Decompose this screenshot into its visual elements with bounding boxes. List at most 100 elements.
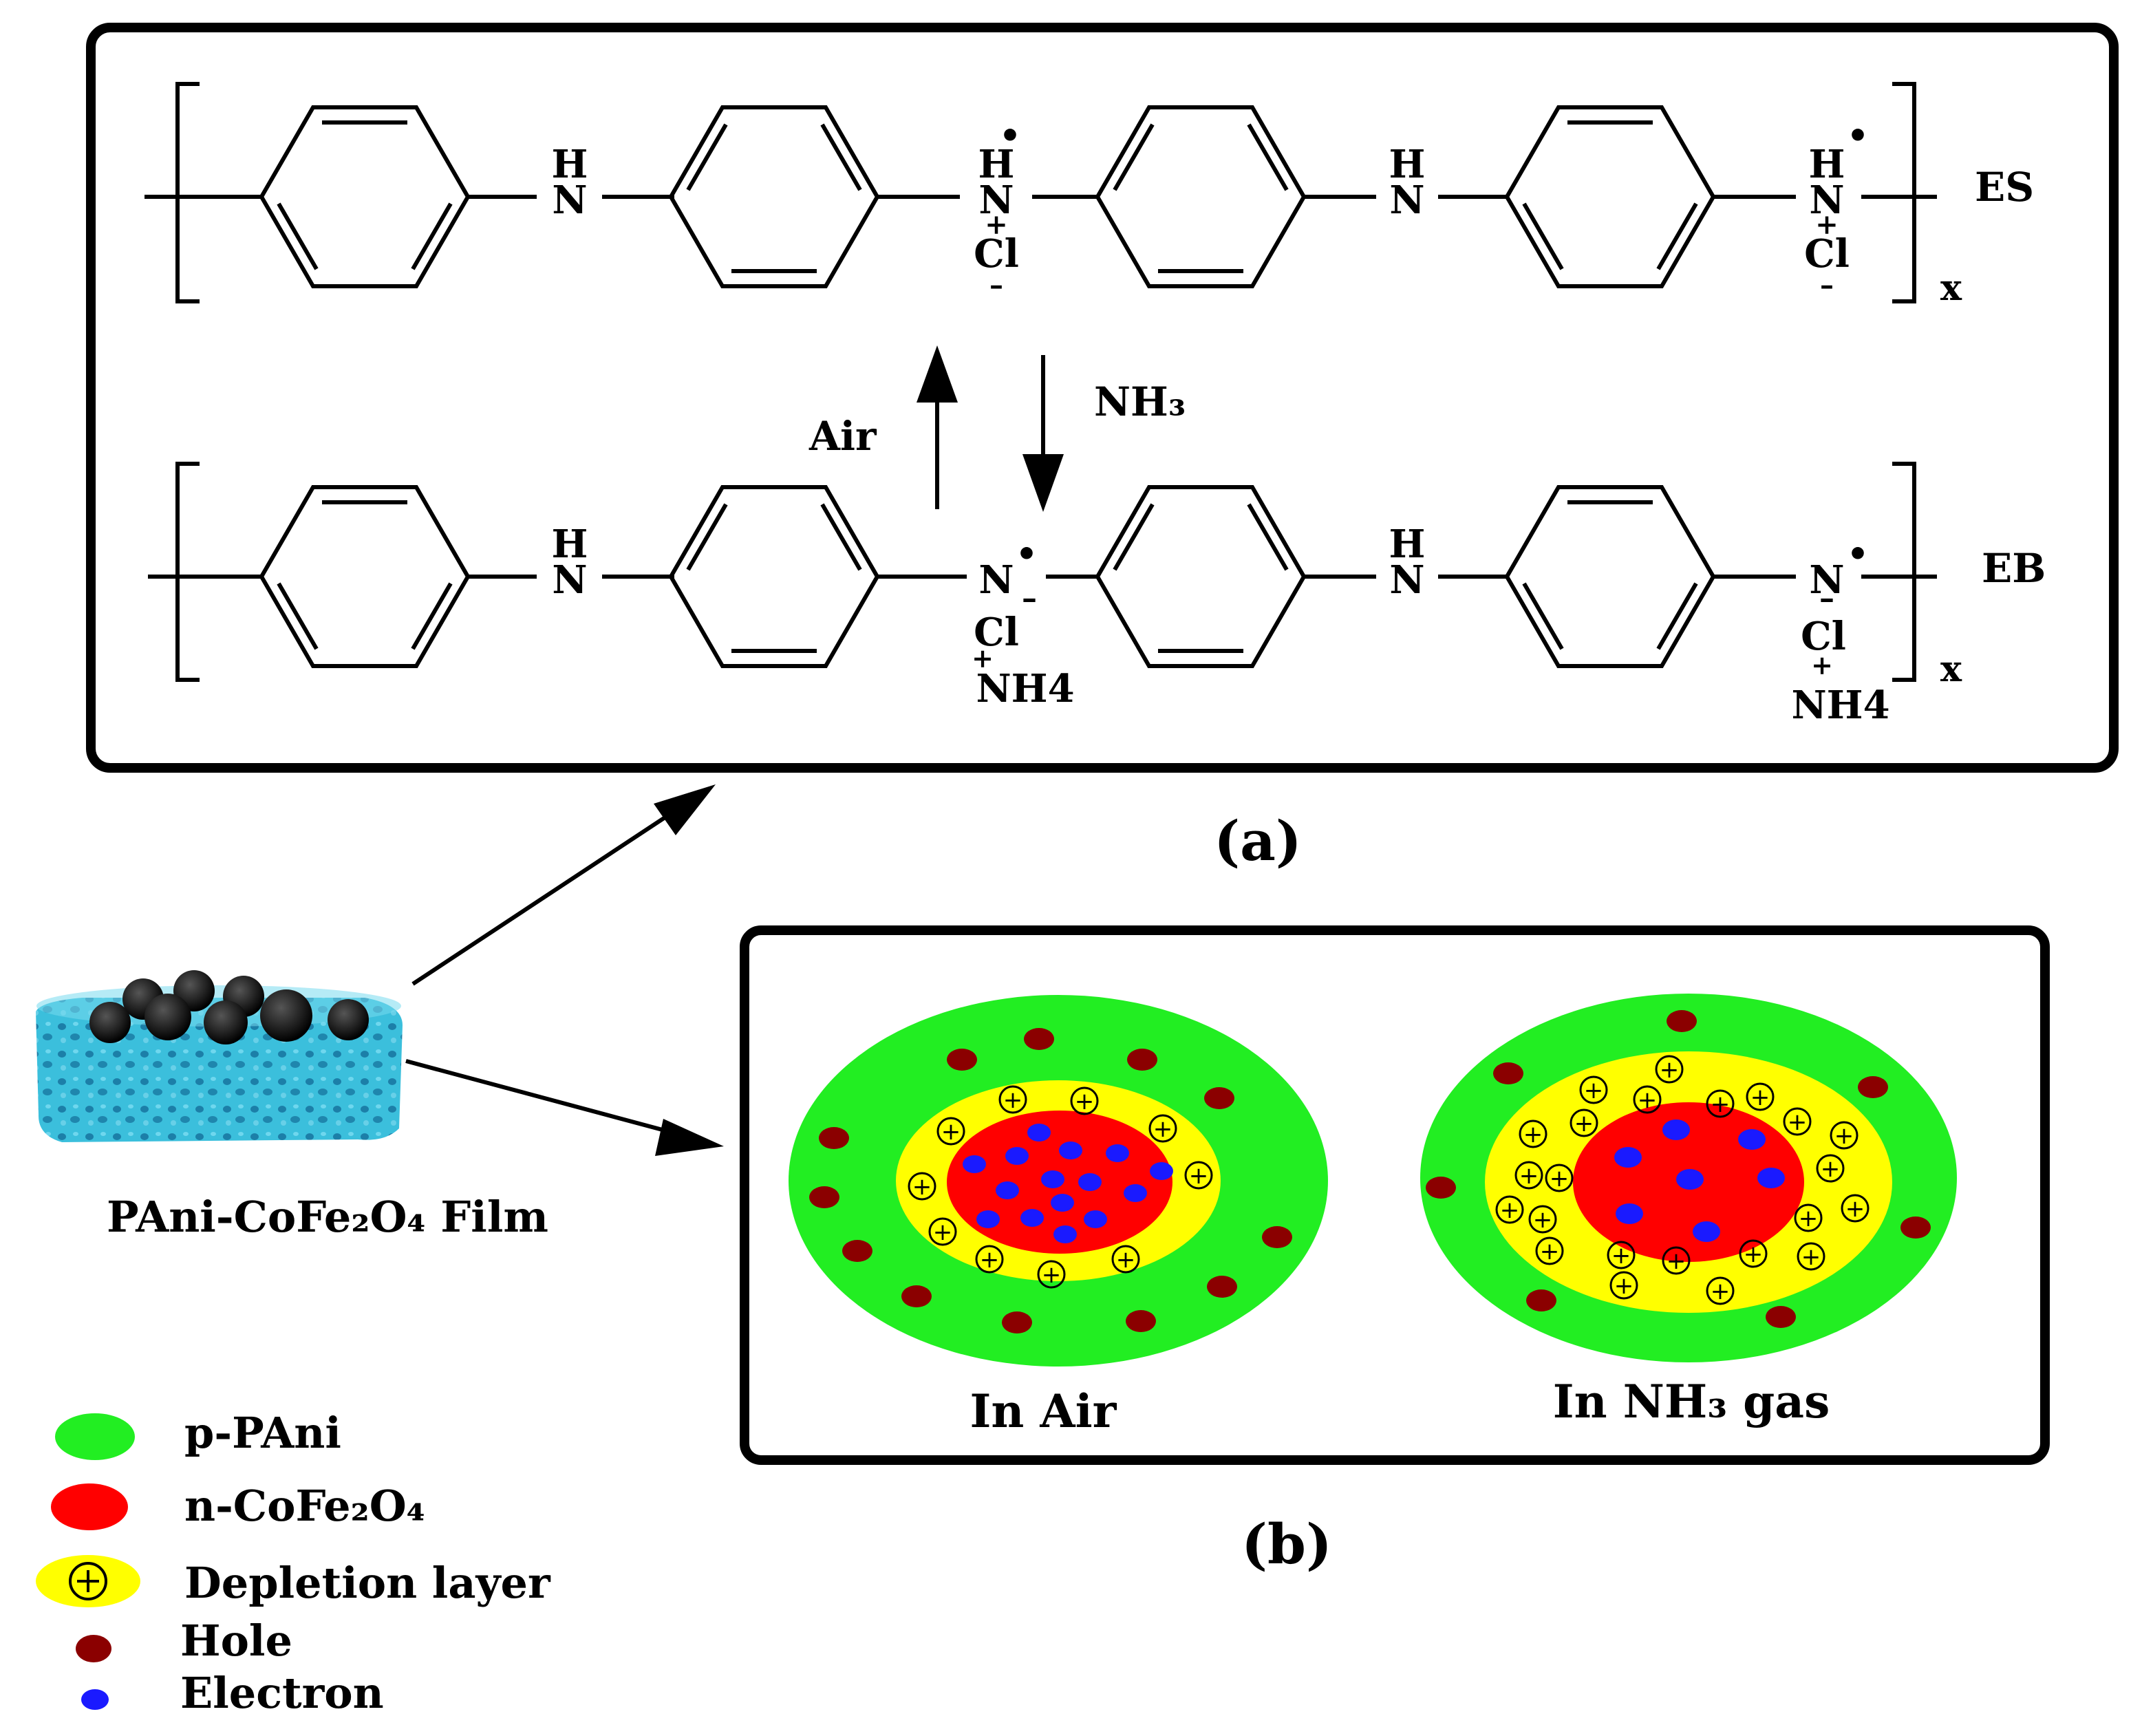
positive-charge-icon: + (1609, 1271, 1638, 1300)
minus-sign: – (1022, 581, 1037, 616)
hole (1900, 1217, 1931, 1239)
legend-label-hole: Hole (180, 1616, 292, 1666)
plus-sign: + (985, 208, 1008, 241)
es-structure: H N H N • H N + Cl – • H N + Cl – ES x (144, 82, 2034, 309)
hole (1127, 1049, 1157, 1071)
es-left-bracket (175, 82, 200, 303)
positive-charge-icon: + (1746, 1082, 1775, 1111)
h-atom: H (1389, 522, 1426, 567)
hole (1126, 1310, 1156, 1332)
positive-charge-icon: + (936, 1117, 965, 1146)
nanoparticle (260, 989, 312, 1042)
svg-text:+: + (1042, 1261, 1062, 1289)
svg-text:+: + (1801, 1243, 1821, 1271)
positive-charge-icon: + (1739, 1239, 1768, 1268)
benzene-ring (1504, 105, 1716, 288)
radical-dot: • (1847, 533, 1869, 574)
cl-atom: Cl (974, 610, 1019, 655)
nh3-arrow-head (1022, 454, 1064, 512)
positive-charge-icon: + (1495, 1195, 1524, 1224)
positive-charge-icon: + (1655, 1055, 1684, 1084)
n-atom: N (1809, 557, 1844, 603)
positive-charge-icon: + (928, 1217, 957, 1246)
minus-sign: – (1819, 581, 1834, 616)
electron (1106, 1144, 1129, 1162)
legend: p-PAni n-CoFe₂O₄ Depletion layer Hole El… (36, 1408, 551, 1718)
h-atom: H (1809, 142, 1845, 187)
cl-atom: Cl (1804, 231, 1850, 277)
svg-text:+: + (1550, 1165, 1570, 1192)
svg-text:+: + (1788, 1108, 1808, 1136)
hole (1207, 1276, 1237, 1298)
hole (1002, 1311, 1032, 1333)
panel-b: ++++++++++ In Air ++++++++++++++++++++++… (740, 925, 2050, 1465)
legend-swatch-electron (81, 1689, 109, 1710)
repeat-subscript: x (1940, 648, 1962, 690)
svg-text:+: + (1116, 1246, 1136, 1274)
positive-charge-icon: + (1706, 1089, 1735, 1118)
benzene-ring (1504, 485, 1716, 668)
es-right-bracket (1892, 82, 1916, 303)
n-atom: N (1389, 557, 1424, 603)
svg-text:+: + (912, 1173, 932, 1201)
svg-text:+: + (933, 1219, 953, 1246)
positive-charge-icon: + (1662, 1246, 1691, 1275)
hole (809, 1186, 839, 1208)
electron (1084, 1210, 1107, 1228)
svg-text:+: + (1845, 1195, 1865, 1223)
positive-charge-icon: + (1184, 1161, 1213, 1190)
svg-text:+: + (1744, 1241, 1764, 1268)
legend-swatch-p-pani (55, 1413, 135, 1460)
nh3-particle: +++++++++++++++++++++++ In NH₃ gas (1420, 994, 1957, 1428)
hole (1858, 1076, 1888, 1098)
eb-label: EB (1982, 545, 2046, 592)
hole (1766, 1306, 1796, 1328)
panel-a-label: (a) (1214, 808, 1302, 873)
positive-charge-icon: + (1528, 1205, 1557, 1234)
electron (1059, 1142, 1082, 1159)
eb-structure: H N H N N • – Cl + NH4 N • – Cl + NH4 EB… (148, 462, 2046, 728)
legend-label-p-pani: p-PAni (184, 1408, 341, 1458)
radical-dot: • (999, 115, 1021, 156)
eb-right-bracket (1892, 462, 1916, 682)
film-to-b-arrow-head (655, 1119, 724, 1156)
repeat-subscript: x (1940, 267, 1962, 309)
electron (996, 1181, 1019, 1199)
positive-charge-icon: + (1570, 1108, 1598, 1137)
electron (1614, 1147, 1642, 1168)
svg-text:+: + (1821, 1155, 1841, 1183)
positive-charge-icon: + (908, 1172, 936, 1201)
arrow-down-label: NH₃ (1094, 378, 1186, 425)
legend-swatch-hole (76, 1635, 111, 1662)
hole (1426, 1177, 1456, 1199)
svg-text:+: + (1750, 1084, 1770, 1111)
radical-dot: • (1847, 115, 1869, 156)
benzene-ring (1095, 485, 1307, 668)
es-label: ES (1975, 164, 2034, 211)
positive-charge-icon: + (1070, 1086, 1099, 1115)
minus-sign: – (1820, 269, 1834, 301)
svg-text:+: + (1799, 1205, 1819, 1232)
electron (1676, 1169, 1704, 1190)
panel-a-frame (86, 23, 2119, 773)
nanoparticle (144, 994, 191, 1040)
svg-text:+: + (1003, 1086, 1023, 1114)
positive-charge-icon: + (1706, 1276, 1735, 1305)
positive-charge-icon: + (1607, 1241, 1636, 1269)
n-atom: N (978, 557, 1014, 603)
benzene-ring (668, 105, 880, 288)
hole (1262, 1226, 1292, 1248)
electron (1616, 1203, 1643, 1224)
minus-sign: – (989, 269, 1003, 301)
plus-sign: + (972, 643, 994, 674)
electron (1005, 1147, 1029, 1165)
positive-charge-icon: + (1816, 1154, 1845, 1183)
h-atom: H (978, 142, 1015, 187)
hole (819, 1127, 849, 1149)
svg-text:+: + (1638, 1086, 1658, 1114)
svg-text:+: + (1711, 1091, 1731, 1118)
benzene-ring (1095, 105, 1307, 288)
h-atom: H (552, 522, 588, 567)
positive-charge-icon: + (1841, 1194, 1870, 1223)
